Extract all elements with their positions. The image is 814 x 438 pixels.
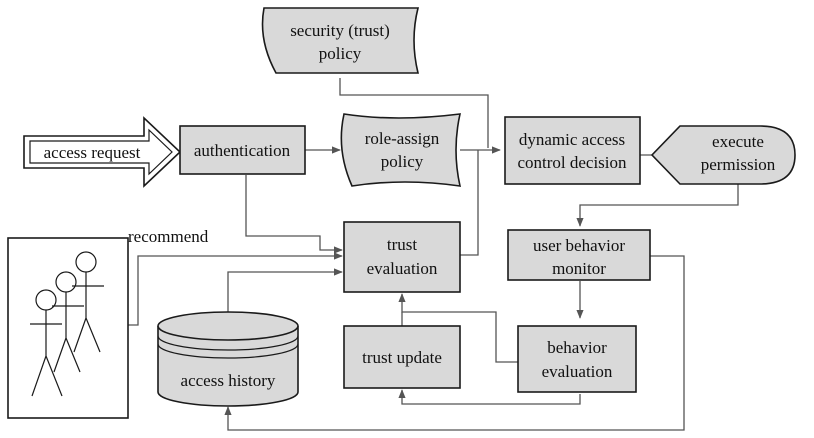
node-execute-permission: execute permission [650,125,796,185]
security-policy-line1: security (trust) [290,21,390,40]
arrow-history-to-trusteval [227,268,343,315]
node-dynamic-decision: dynamic access control decision [504,116,641,185]
behavior-eval-line2: evaluation [542,362,613,381]
arrow-behaveval-to-trusteval [398,293,518,363]
node-trust-evaluation: trust evaluation [343,221,461,293]
trust-eval-line1: trust [387,235,418,254]
node-recommend: recommend [7,227,209,419]
access-request-label: access request [44,143,141,162]
authentication-label: authentication [194,141,291,160]
trust-eval-line2: evaluation [367,259,438,278]
role-assign-line1: role-assign [365,129,440,148]
arrow-monitor-to-history [224,255,685,431]
arrow-recommend-to-trusteval [128,252,343,326]
node-role-assign-policy: role-assign policy [340,113,462,187]
arrow-behaveval-to-trustupdate [398,389,581,405]
line-trusteval-to-decision [460,150,479,256]
node-trust-update: trust update [343,325,461,389]
monitor-line1: user behavior [533,236,625,255]
decision-line1: dynamic access [519,130,625,149]
trust-update-label: trust update [362,348,442,367]
node-security-policy: security (trust) policy [261,7,420,74]
actors-frame [7,237,129,419]
execute-line2: permission [701,155,776,174]
node-access-request: access request [23,116,182,188]
recommend-label: recommend [128,227,209,246]
security-policy-line2: policy [319,44,362,63]
node-authentication: authentication [179,125,306,175]
arrow-execute-to-monitor [576,180,739,227]
node-behavior-evaluation: behavior evaluation [517,325,637,393]
behavior-eval-line1: behavior [547,338,607,357]
role-assign-line2: policy [381,152,424,171]
arrow-auth-to-trusteval [245,175,343,254]
decision-line2: control decision [517,153,627,172]
execute-line1: execute [712,132,764,151]
access-history-label: access history [181,371,276,390]
stick-figure-users-icon [30,251,104,397]
database-cylinder-icon: access history [157,311,299,407]
connectors [128,78,739,431]
line-security-to-decision [339,78,489,148]
monitor-line2: monitor [552,259,606,278]
node-user-behavior-monitor: user behavior monitor [507,229,651,281]
